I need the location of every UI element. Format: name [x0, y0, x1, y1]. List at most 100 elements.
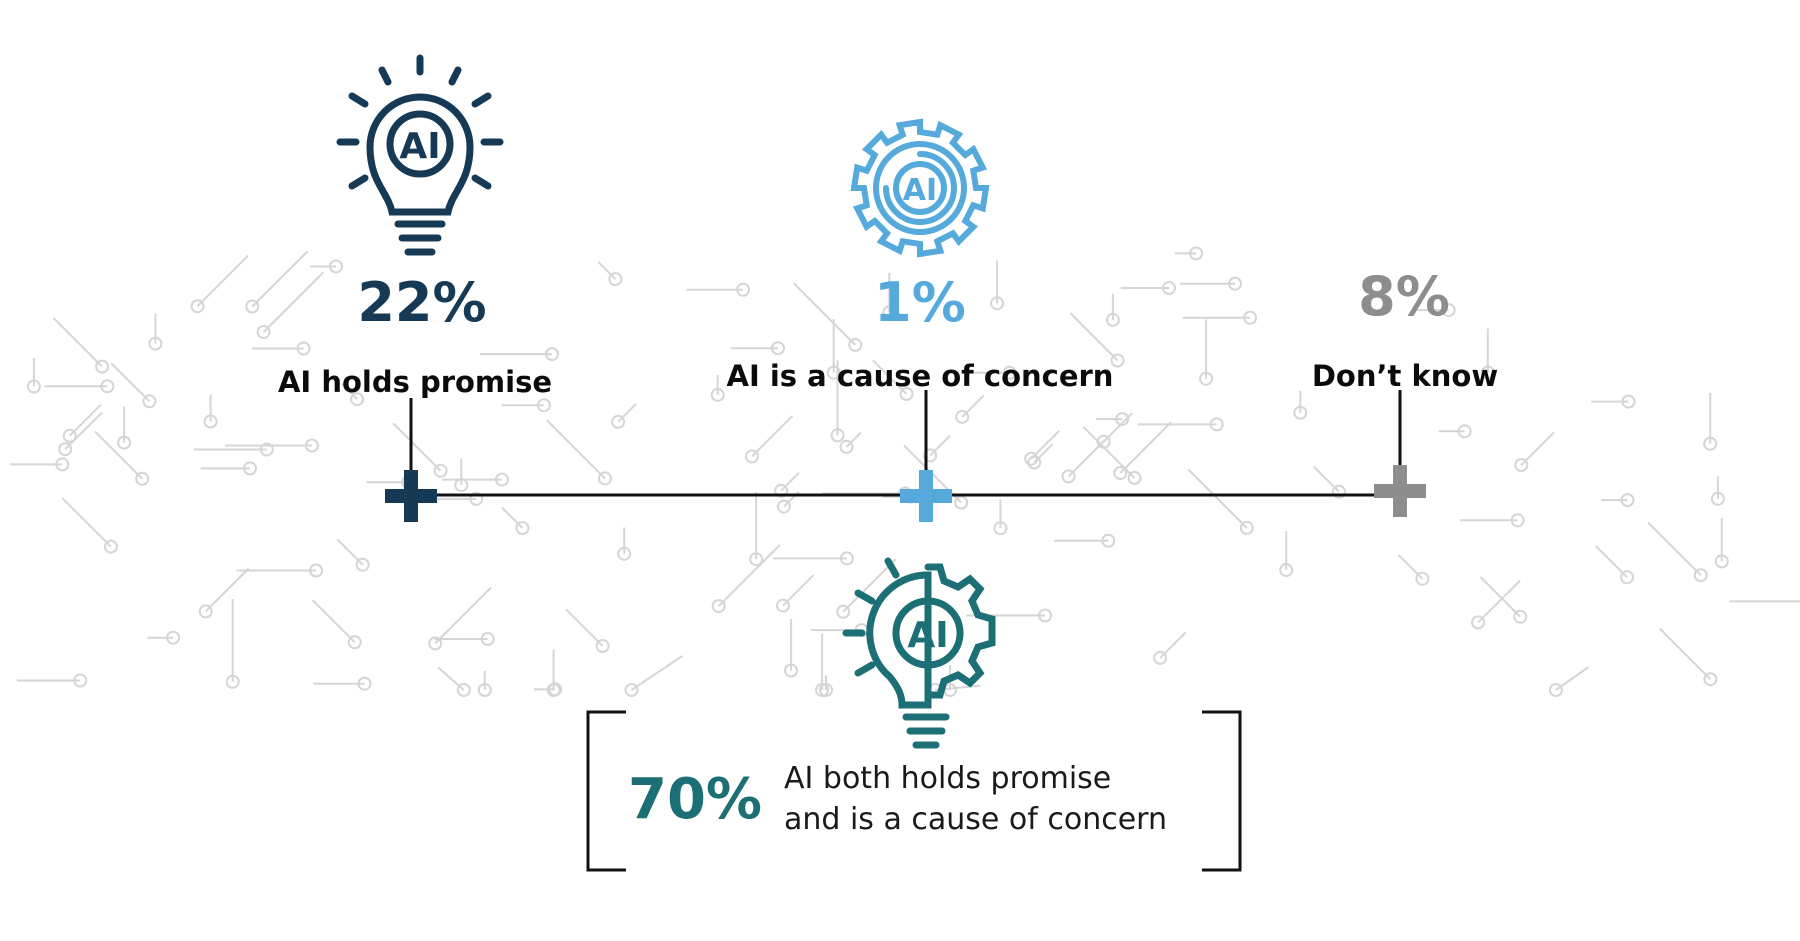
circuit-node: [624, 683, 639, 697]
circuit-node: [1620, 493, 1635, 508]
circuit-trace: [565, 608, 604, 647]
circuit-node: [26, 379, 41, 394]
circuit-node: [1096, 434, 1111, 449]
concern-plus-marker: [900, 470, 952, 522]
circuit-node: [990, 296, 1005, 311]
svg-text:AI: AI: [907, 615, 948, 656]
circuit-trace: [872, 359, 908, 395]
circuit-node: [1243, 310, 1258, 325]
callout-bracket-left: [586, 710, 626, 872]
circuit-trace: [717, 544, 781, 607]
circuit-trace: [340, 383, 358, 400]
circuit-trace: [1479, 576, 1522, 618]
circuit-node: [350, 392, 365, 407]
circuit-node: [826, 365, 841, 380]
circuit-node: [245, 299, 260, 314]
circuit-node: [166, 630, 181, 645]
circuit-node: [117, 435, 132, 450]
circuit-node: [1332, 484, 1346, 499]
circuit-node: [62, 428, 77, 443]
circuit-node: [1710, 491, 1725, 506]
circuit-trace: [545, 419, 606, 480]
circuit-node: [830, 428, 845, 443]
circuit-node: [1113, 466, 1128, 480]
circuit-node: [259, 442, 274, 457]
circuit-node: [899, 387, 914, 401]
circuit-trace: [1647, 521, 1702, 576]
circuit-node: [1693, 568, 1708, 583]
circuit-node: [1514, 458, 1529, 472]
circuit-node: [1239, 520, 1254, 535]
circuit-trace: [64, 411, 103, 450]
circuit-node: [1441, 303, 1456, 318]
circuit-node: [198, 604, 213, 619]
circuit-trace: [262, 271, 325, 333]
circuit-node: [1510, 513, 1525, 528]
circuit-node: [355, 557, 370, 572]
circuit-node: [1189, 246, 1204, 261]
circuit-node: [477, 683, 492, 697]
circuit-node: [774, 483, 789, 498]
circuit-trace: [392, 422, 442, 472]
circuit-node: [304, 438, 319, 453]
circuit-node: [100, 379, 115, 394]
circuit-trace: [196, 254, 249, 307]
circuit-node: [203, 414, 218, 429]
concern-label: AI is a cause of concern: [726, 359, 1114, 393]
circuit-trace: [68, 404, 102, 437]
circuit-node: [347, 635, 362, 650]
circuit-node: [1279, 563, 1294, 577]
circuit-node: [480, 632, 495, 646]
circuit-node: [839, 439, 854, 454]
circuit-node: [744, 449, 759, 464]
circuit-node: [1061, 469, 1076, 484]
circuit-node: [1293, 405, 1308, 420]
circuit-node: [494, 472, 509, 487]
circuit-node: [515, 521, 530, 535]
circuit-node: [1115, 412, 1130, 427]
circuit-trace: [204, 567, 250, 613]
svg-text:AI: AI: [399, 126, 440, 167]
circuit-node: [1548, 683, 1563, 697]
circuit-trace: [845, 431, 862, 448]
circuit-node: [1002, 365, 1017, 380]
circuit-node: [749, 552, 764, 567]
circuit-trace: [617, 403, 637, 423]
circuit-node: [1199, 371, 1214, 386]
lightbulb-gear-ai-icon: AI: [842, 557, 996, 749]
both-text-line1: AI both holds promise: [784, 761, 1112, 796]
circuit-node: [776, 598, 790, 613]
circuit-node: [1703, 436, 1718, 451]
circuit-node: [836, 604, 851, 619]
circuit-trace: [597, 261, 617, 280]
circuit-trace: [1119, 421, 1172, 474]
circuit-trace: [792, 282, 857, 346]
circuit-trace: [52, 317, 103, 368]
circuit-node: [1127, 470, 1142, 485]
circuit-node: [73, 673, 88, 688]
circuit-node: [882, 305, 897, 320]
promise-label: AI holds promise: [277, 365, 553, 399]
circuit-trace: [311, 599, 356, 644]
circuit-node: [256, 325, 271, 339]
circuit-node: [993, 521, 1008, 536]
circuit-node: [1228, 276, 1243, 291]
circuit-node: [1101, 533, 1116, 548]
circuit-node: [848, 337, 863, 352]
circuit-node: [819, 683, 833, 697]
circuit-node: [548, 682, 563, 697]
circuit-trace: [61, 497, 112, 548]
circuit-node: [55, 457, 70, 472]
circuit-trace: [434, 586, 492, 645]
circuit-node: [1105, 312, 1120, 327]
circuit-node: [1162, 281, 1176, 295]
circuit-node: [433, 463, 448, 478]
circuit-trace: [501, 506, 524, 529]
circuit-node: [148, 336, 163, 351]
concern-percent: 1%: [874, 271, 966, 334]
circuit-node: [1714, 554, 1729, 569]
circuit-node: [1110, 353, 1125, 368]
circuit-node: [135, 471, 150, 486]
